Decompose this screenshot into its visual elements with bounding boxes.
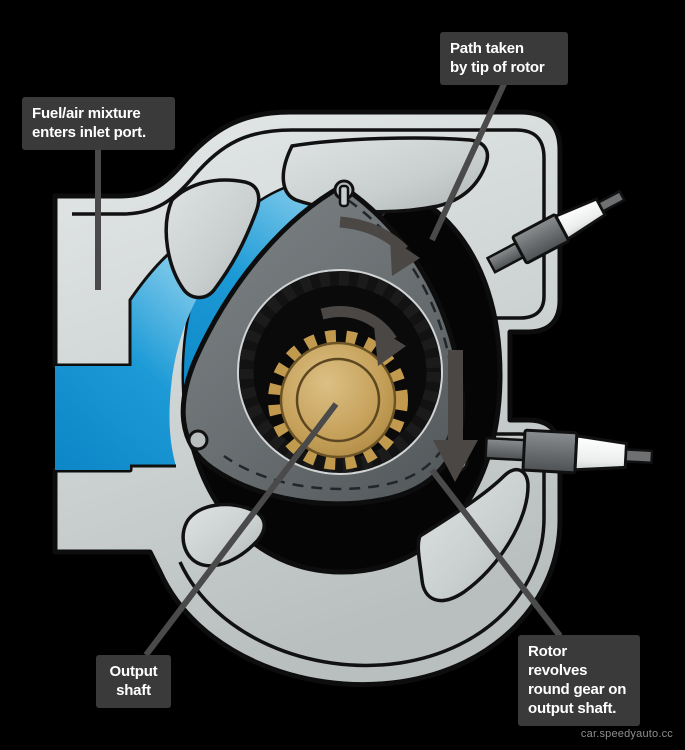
plug-upper-terminal	[596, 189, 626, 214]
leader-rotor-path	[429, 82, 507, 242]
plug-lower-hex	[521, 428, 579, 475]
rotation-arrow-outer	[433, 350, 478, 482]
spark-plug-upper	[485, 189, 626, 274]
pocket-lower-right	[416, 467, 530, 603]
callout-rotor-revolves: Rotor revolves round gear on output shaf…	[518, 635, 640, 726]
callout-output-shaft: Output shaft	[96, 655, 171, 708]
leader-rotor-gear	[429, 468, 563, 638]
internal-gear-teeth	[239, 271, 441, 473]
inner-arrow-head	[374, 326, 406, 366]
apex-seal-top-blade	[338, 184, 350, 208]
callout-fuel-air-mixture: Fuel/air mixture enters inlet port.	[22, 97, 175, 150]
site-watermark: car.speedyauto.cc	[580, 728, 673, 740]
pocket-lower-left	[181, 502, 266, 568]
rotor-tip-path	[223, 198, 456, 491]
plug-lower-thread	[484, 436, 528, 462]
callout-rotor-tip-path: Path taken by tip of rotor	[440, 32, 568, 85]
top-arrow-head	[390, 238, 420, 276]
output-gear-hub-ring	[295, 357, 381, 443]
pocket-upper-right	[281, 136, 490, 214]
rotation-arrow-top	[339, 216, 420, 276]
outer-arrow-shaft	[448, 350, 463, 445]
output-shaft-gear	[268, 330, 408, 470]
plug-upper-insulator	[553, 197, 607, 242]
leader-lines	[95, 82, 563, 657]
apex-seal-left	[187, 429, 209, 451]
internal-gear-tooth-ring	[239, 271, 441, 473]
rotation-arrow-inner	[320, 306, 406, 366]
outer-arrow-head	[433, 440, 478, 482]
spark-plug-lower	[484, 428, 654, 475]
inner-arrow-shaft	[320, 306, 397, 344]
plug-lower-insulator	[573, 434, 629, 472]
intake-port-blue	[55, 228, 215, 470]
output-gear-teeth	[268, 330, 408, 470]
pocket-upper-left	[164, 178, 261, 300]
plug-lower-terminal	[624, 448, 654, 465]
leader-output-shaft	[143, 402, 339, 657]
